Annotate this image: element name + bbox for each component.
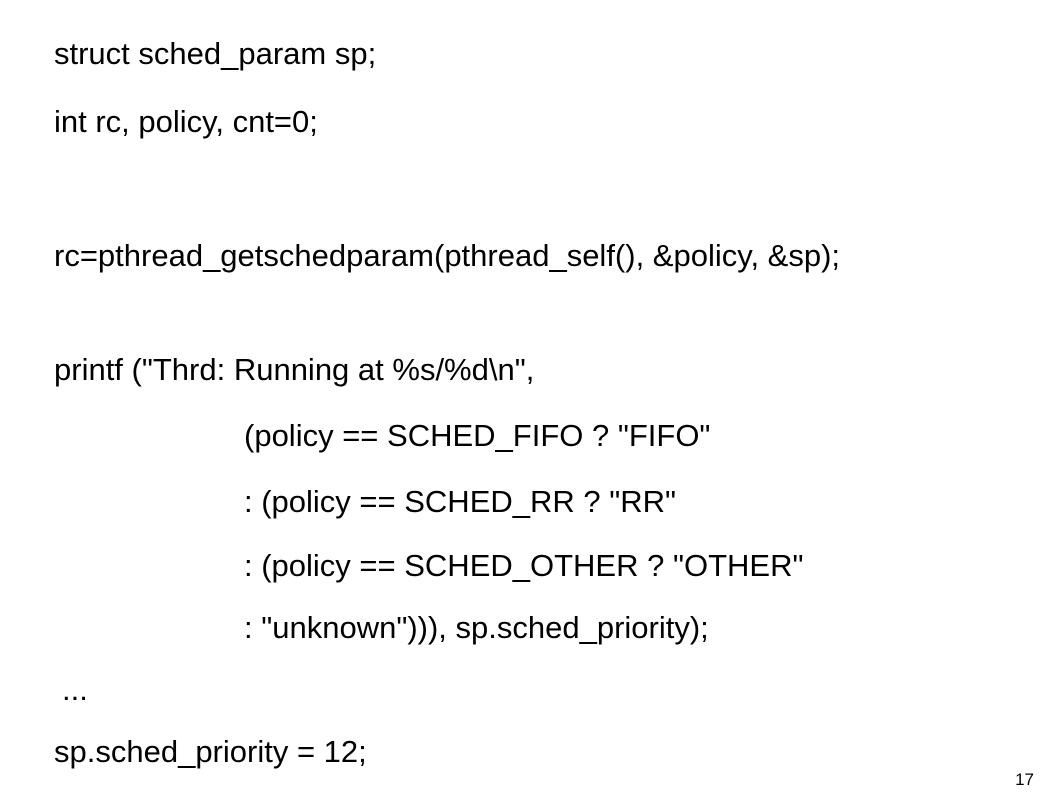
code-line-getschedparam: rc=pthread_getschedparam(pthread_self(),… bbox=[54, 238, 841, 273]
code-line-int-decl: int rc, policy, cnt=0; bbox=[54, 104, 318, 139]
code-line-other-check: : (policy == SCHED_OTHER ? "OTHER" bbox=[244, 548, 804, 583]
page-number: 17 bbox=[1015, 770, 1034, 789]
code-line-fifo-check: (policy == SCHED_FIFO ? "FIFO" bbox=[244, 418, 711, 453]
code-line-unknown: : "unknown"))), sp.sched_priority); bbox=[244, 610, 709, 645]
code-line-struct-decl: struct sched_param sp; bbox=[54, 36, 377, 71]
code-line-set-priority: sp.sched_priority = 12; bbox=[54, 734, 367, 769]
code-line-printf: printf ("Thrd: Running at %s/%d\n", bbox=[54, 352, 535, 387]
code-line-ellipsis: ... bbox=[62, 672, 88, 707]
code-line-rr-check: : (policy == SCHED_RR ? "RR" bbox=[244, 484, 677, 519]
